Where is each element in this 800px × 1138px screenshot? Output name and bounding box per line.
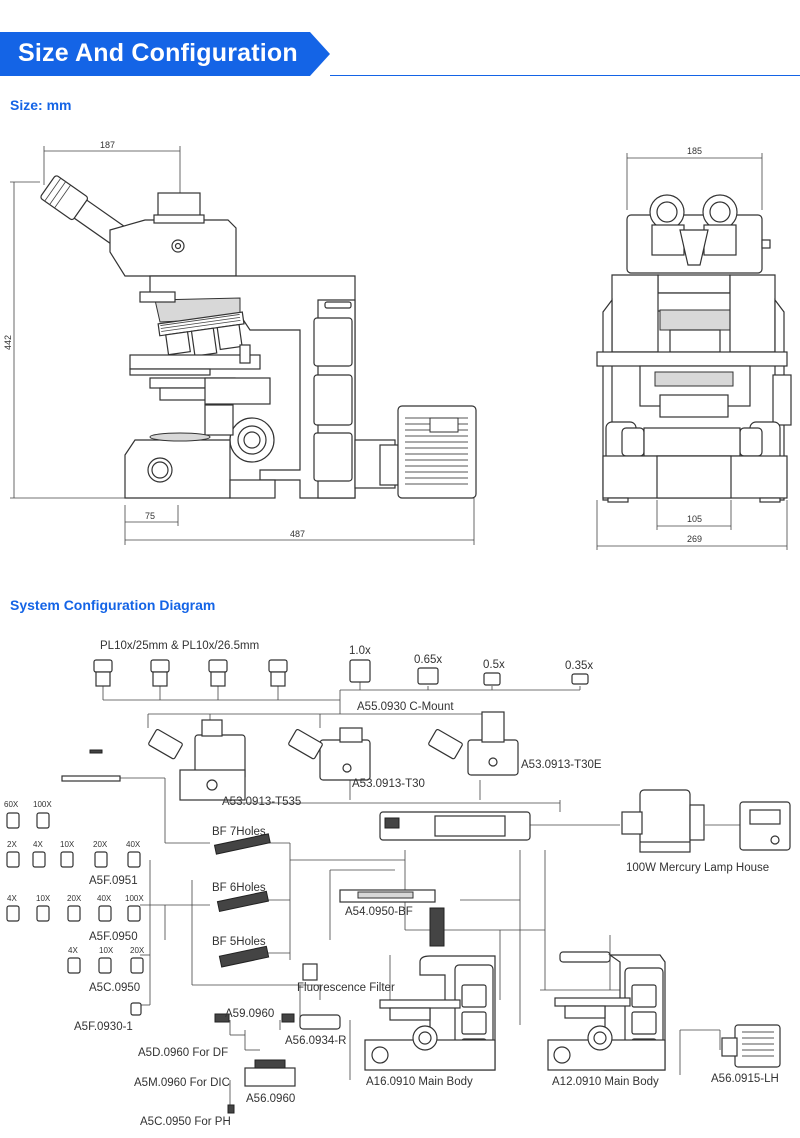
cond-a56-0934-label: A56.0934-R xyxy=(285,1035,346,1047)
objset-a5f0951: A5F.0951 xyxy=(89,875,138,887)
main-body-a16-label: A16.0910 Main Body xyxy=(366,1076,473,1088)
dim-487: 487 xyxy=(290,529,305,539)
dim-75: 75 xyxy=(145,511,155,521)
head-t30-icon xyxy=(288,727,371,781)
obj-60x: 60X xyxy=(4,800,19,809)
front-view-drawing: 185 105 269 xyxy=(596,146,792,550)
header-banner xyxy=(0,32,330,76)
adapter-0.65x: 0.65x xyxy=(414,654,442,666)
nosepiece-5-label: BF 5Holes xyxy=(212,936,266,948)
cond-a59-label: A59.0960 xyxy=(225,1008,274,1020)
stage-label: A54.0950-BF xyxy=(345,906,413,918)
adapter-1.0x: 1.0x xyxy=(349,645,371,657)
side-view-drawing: 187 442 75 487 xyxy=(3,140,477,545)
head-t30e-icon xyxy=(428,711,519,776)
dim-185: 185 xyxy=(687,146,702,156)
filter-icon xyxy=(302,963,318,981)
nosepiece-7-label: BF 7Holes xyxy=(212,826,266,838)
head-t535-label: A53.0913-T535 xyxy=(222,796,301,808)
power-supply-icon xyxy=(739,801,791,851)
cond-ph-label: A5C.0950 For PH xyxy=(140,1116,231,1128)
obj-r2-2x: 2X xyxy=(7,840,17,849)
nosepiece-6-label: BF 6Holes xyxy=(212,882,266,894)
dim-442: 442 xyxy=(3,335,13,350)
obj-r3-10x: 10X xyxy=(36,894,51,903)
obj-r3-100x: 100X xyxy=(125,894,144,903)
obj-r3-20x: 20X xyxy=(67,894,82,903)
cond-dic-label: A5M.0960 For DIC xyxy=(134,1077,230,1089)
head-t535-icon xyxy=(148,719,246,801)
obj-r2-20x: 20X xyxy=(93,840,108,849)
slider-icon xyxy=(61,775,121,782)
cmount-label: A55.0930 C-Mount xyxy=(357,701,454,713)
main-body-a16-icon xyxy=(364,955,496,1071)
head-t30e-label: A53.0913-T30E xyxy=(521,759,602,771)
cond-a56-0960-label: A56.0960 xyxy=(246,1093,295,1105)
objset-a5c0950: A5C.0950 xyxy=(89,982,140,994)
obj-r4-20x: 20X xyxy=(130,946,145,955)
head-t30-label: A53.0913-T30 xyxy=(352,778,425,790)
dim-269: 269 xyxy=(687,534,702,544)
filter-label: Fluorescence Filter xyxy=(297,982,395,994)
obj-r4-4x: 4X xyxy=(68,946,78,955)
config-diagram: PL10x/25mm & PL10x/26.5mm 1.0x 0.65x 0.5… xyxy=(4,640,791,1128)
obj-r2-40x: 40X xyxy=(126,840,141,849)
size-heading: Size: mm xyxy=(10,97,72,113)
obj-r3-40x: 40X xyxy=(97,894,112,903)
dim-187: 187 xyxy=(100,140,115,150)
objset-a5f0950: A5F.0950 xyxy=(89,931,138,943)
main-body-a12-icon xyxy=(547,951,666,1071)
header-divider xyxy=(330,75,800,76)
obj-r3-4x: 4X xyxy=(7,894,17,903)
main-body-a12-label: A12.0910 Main Body xyxy=(552,1076,659,1088)
dim-105: 105 xyxy=(687,514,702,524)
camera-label: A56.0915-LH xyxy=(711,1073,779,1085)
adapter-0.35x: 0.35x xyxy=(565,660,593,672)
condenser-icon xyxy=(429,907,445,947)
lamp-house-label: 100W Mercury Lamp House xyxy=(626,862,769,874)
obj-r4-10x: 10X xyxy=(99,946,114,955)
page-title: Size And Configuration xyxy=(18,39,298,67)
objset-a5f0930: A5F.0930-1 xyxy=(74,1021,133,1033)
camera-icon xyxy=(721,1024,781,1068)
eyepieces-label: PL10x/25mm & PL10x/26.5mm xyxy=(100,640,259,652)
obj-r2-10x: 10X xyxy=(60,840,75,849)
adapter-0.5x: 0.5x xyxy=(483,659,505,671)
lamp-house-icon xyxy=(621,789,705,853)
config-heading: System Configuration Diagram xyxy=(10,597,216,613)
cond-df-label: A5D.0960 For DF xyxy=(138,1047,228,1059)
obj-100x: 100X xyxy=(33,800,52,809)
obj-r2-4x: 4X xyxy=(33,840,43,849)
